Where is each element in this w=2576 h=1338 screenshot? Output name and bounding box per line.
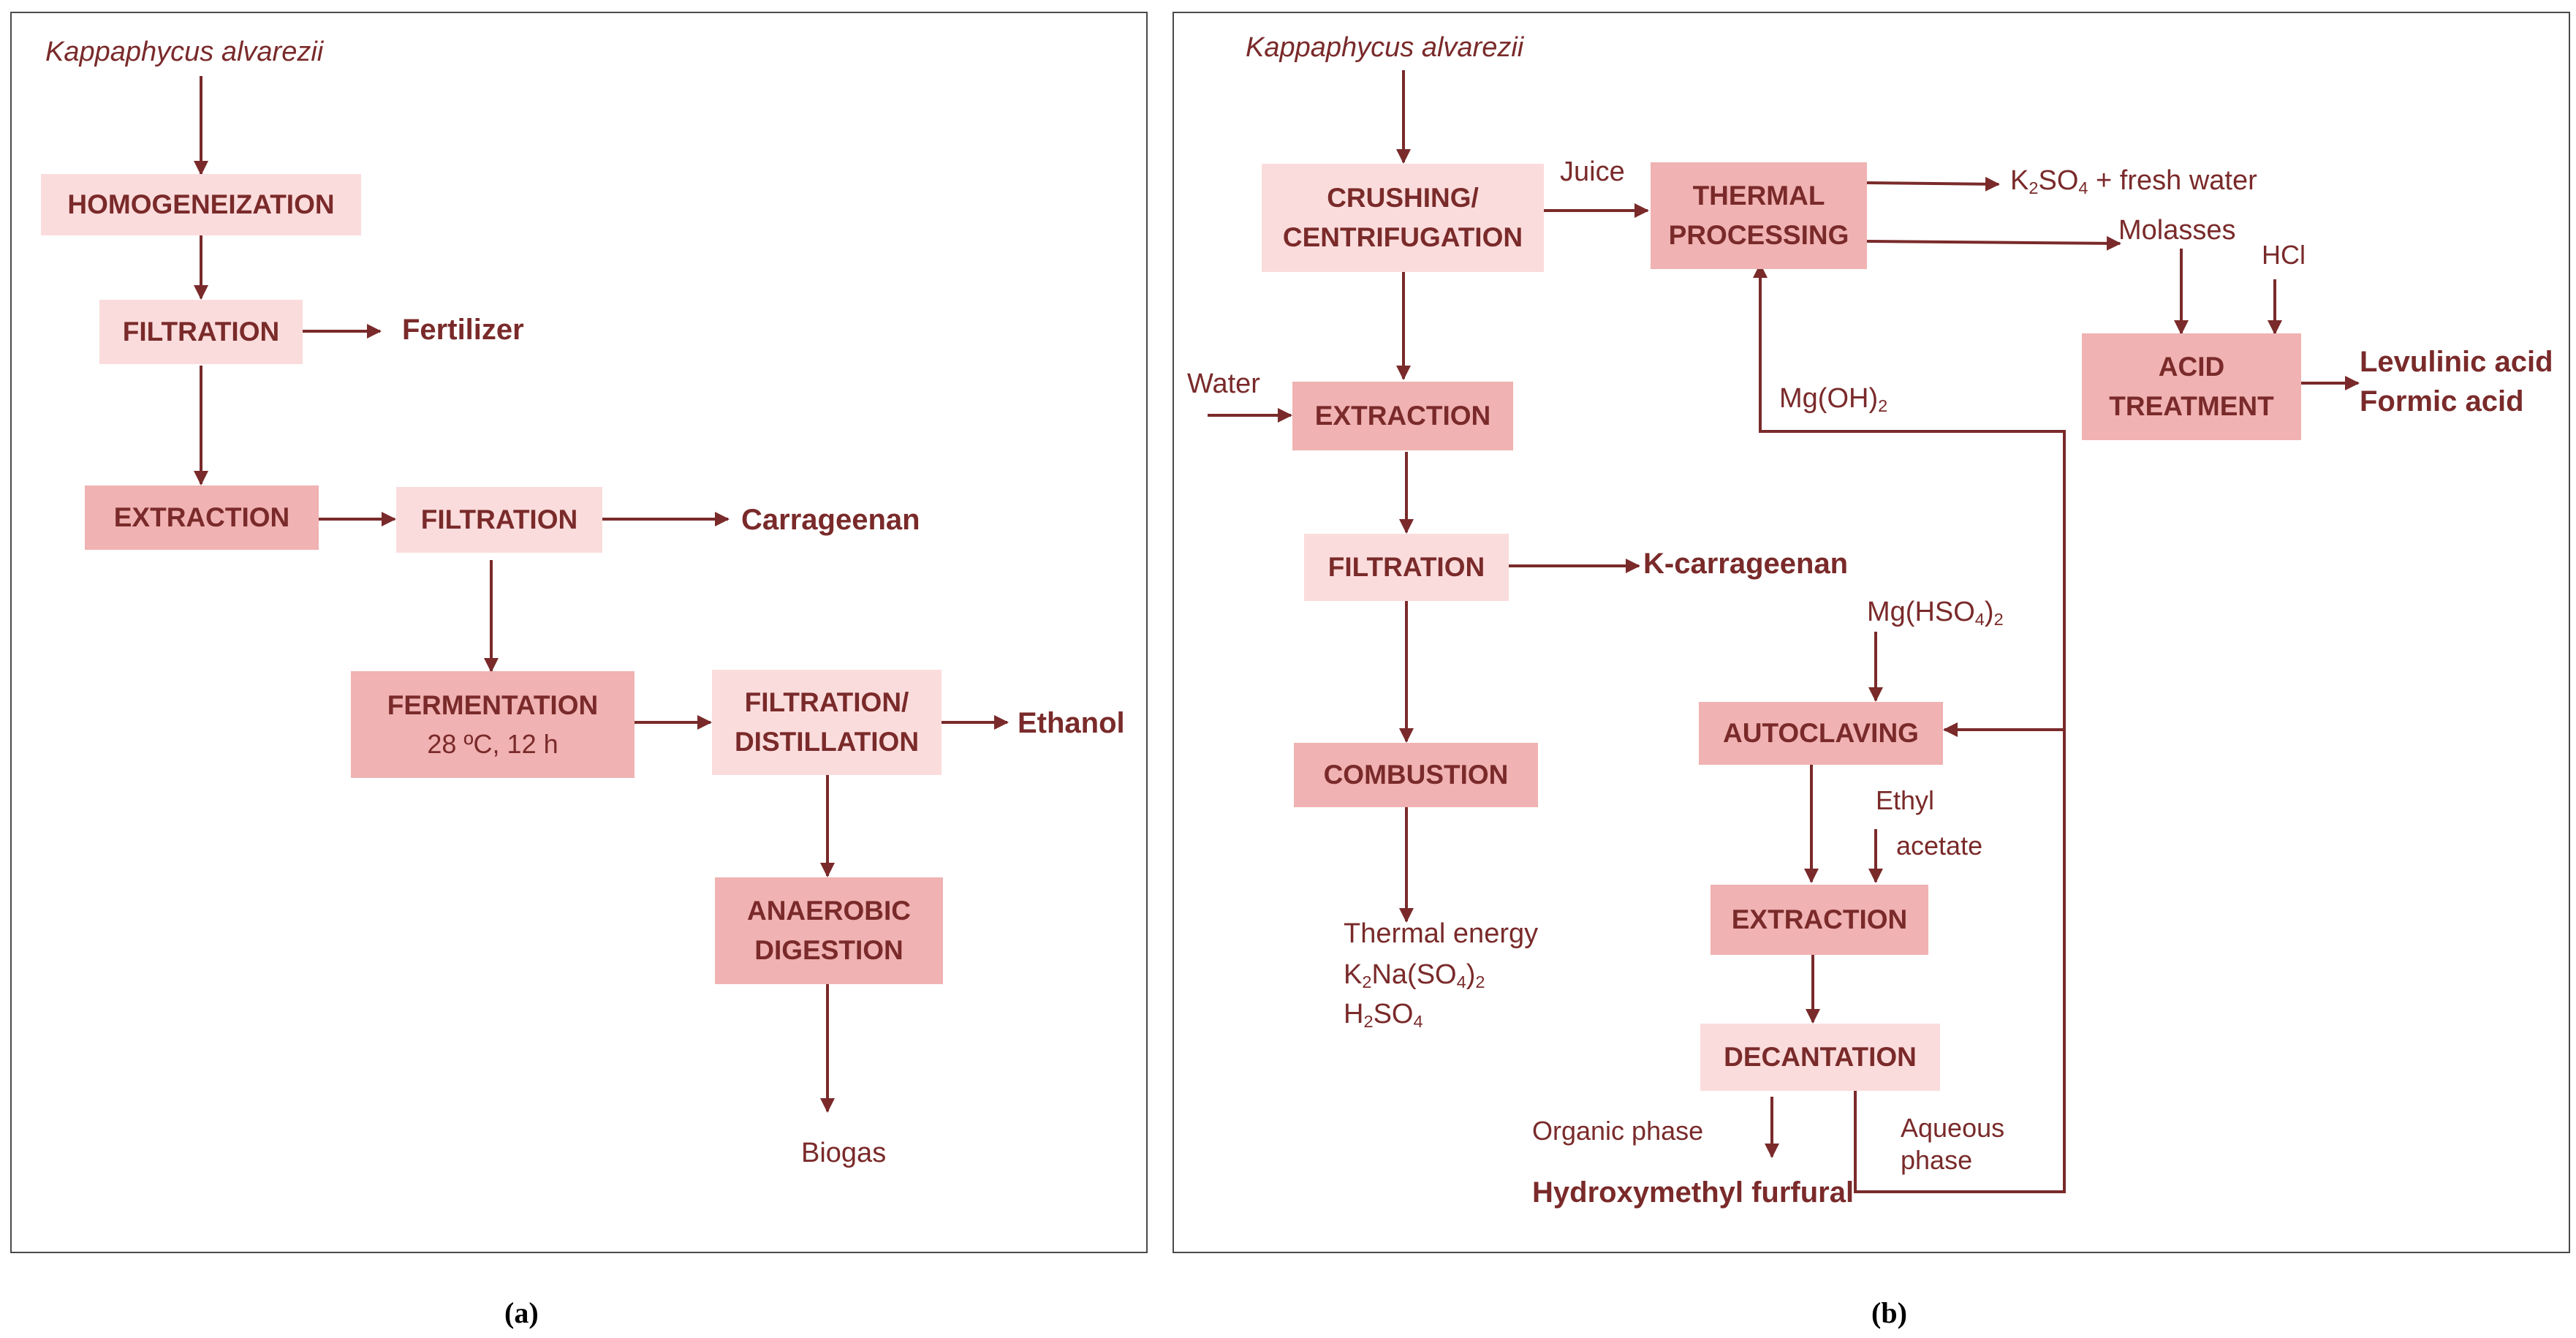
b-acid-treatment-box: ACID TREATMENT [2082, 333, 2301, 440]
a-biogas-label: Biogas [801, 1138, 887, 1168]
b-molasses-label: Molasses [2118, 215, 2236, 246]
a-ethanol-label: Ethanol [1018, 707, 1125, 739]
b-hmf-label: Hydroxymethyl furfural [1532, 1176, 1855, 1209]
b-levulinic-acid-label: Levulinic acid [2360, 346, 2553, 378]
a-fermentation-conditions: 28 ºC, 12 h [427, 728, 558, 759]
b-extraction1-box: EXTRACTION [1292, 382, 1513, 450]
a-filtration2-box: FILTRATION [396, 487, 602, 553]
b-combustion-label: COMBUSTION [1323, 760, 1509, 790]
b-filtration-label: FILTRATION [1327, 552, 1485, 583]
a-filtration-distillation-line2: DISTILLATION [734, 727, 920, 757]
a-homogeneization-box: HOMOGENEIZATION [41, 174, 361, 235]
arrow-b-thermal-k2so4 [1866, 176, 2000, 192]
a-fermentation-box: FERMENTATION 28 ºC, 12 h [351, 671, 634, 778]
b-water-label: Water [1187, 368, 1260, 399]
b-combustion-box: COMBUSTION [1294, 743, 1538, 807]
b-h2so4-label: H2SO4 [1344, 999, 1423, 1031]
a-carrageenan-label: Carrageenan [741, 504, 920, 536]
b-decantation-box: DECANTATION [1700, 1024, 1940, 1091]
a-extraction-box: EXTRACTION [85, 485, 319, 550]
b-aqueous-label: Aqueous [1901, 1113, 2005, 1143]
a-filtration1-label: FILTRATION [122, 317, 280, 347]
a-filtration-distillation-box: FILTRATION/ DISTILLATION [712, 670, 942, 775]
b-acid-line2: TREATMENT [2109, 391, 2274, 421]
arrow-b-thermal-molasses [1866, 235, 2121, 251]
a-filtration-distillation-line1: FILTRATION/ [744, 687, 909, 718]
arrow-b-recycle-mgoh-thermal [1753, 263, 2066, 730]
b-crushing-line2: CENTRIFUGATION [1282, 222, 1523, 252]
a-anaerobic-digestion-box: ANAEROBIC DIGESTION [715, 877, 943, 984]
b-filtration-box: FILTRATION [1304, 534, 1509, 601]
b-thermal-energy-label: Thermal energy [1344, 918, 1539, 949]
b-phase-label: phase [1901, 1145, 1973, 1175]
b-k2na-so4-2-label: K2Na(SO4)2 [1344, 959, 1485, 991]
b-acid-line1: ACID [2158, 352, 2225, 382]
b-extraction2-box: EXTRACTION [1711, 885, 1928, 955]
a-homogeneization-label: HOMOGENEIZATION [67, 189, 335, 220]
b-decantation-label: DECANTATION [1724, 1042, 1917, 1073]
a-filtration2-label: FILTRATION [420, 504, 578, 535]
b-thermal-line2: PROCESSING [1668, 220, 1849, 250]
b-k-carrageenan-label: K-carrageenan [1643, 548, 1849, 580]
a-fertilizer-label: Fertilizer [402, 314, 524, 346]
caption-a: (a) [504, 1296, 539, 1329]
b-crushing-line1: CRUSHING/ [1327, 183, 1479, 213]
b-mghso42-label: Mg(HSO4)2 [1867, 597, 2004, 629]
b-mgoh2-label: Mg(OH)2 [1779, 383, 1888, 415]
b-k2so4-fresh-water-label: K2SO4 + fresh water [2010, 165, 2257, 197]
b-ethyl-label: Ethyl [1876, 785, 1935, 815]
b-acetate-label: acetate [1896, 831, 1983, 861]
b-thermal-processing-box: THERMAL PROCESSING [1651, 162, 1867, 269]
a-fermentation-label: FERMENTATION [387, 690, 599, 721]
b-organic-phase-label: Organic phase [1532, 1116, 1704, 1146]
b-juice-label: Juice [1560, 156, 1625, 187]
b-thermal-line1: THERMAL [1692, 181, 1825, 211]
b-extraction1-label: EXTRACTION [1314, 401, 1491, 431]
b-hcl-label: HCl [2262, 240, 2306, 270]
b-formic-acid-label: Formic acid [2360, 385, 2524, 417]
b-autoclaving-box: AUTOCLAVING [1699, 702, 1943, 765]
b-crushing-box: CRUSHING/ CENTRIFUGATION [1262, 164, 1544, 272]
a-extraction-label: EXTRACTION [113, 502, 290, 533]
arrow-b-aqueous-recycle-autoclaving [1854, 722, 2066, 1193]
a-anaerobic-line1: ANAEROBIC [746, 896, 912, 926]
a-filtration1-box: FILTRATION [99, 300, 303, 364]
b-source-label: Kappaphycus alvarezii [1246, 32, 1524, 63]
b-autoclaving-label: AUTOCLAVING [1723, 718, 1919, 749]
caption-b: (b) [1871, 1296, 1907, 1329]
b-extraction2-label: EXTRACTION [1731, 904, 1908, 935]
a-source-label: Kappaphycus alvarezii [45, 37, 324, 67]
a-anaerobic-line2: DIGESTION [754, 935, 904, 965]
